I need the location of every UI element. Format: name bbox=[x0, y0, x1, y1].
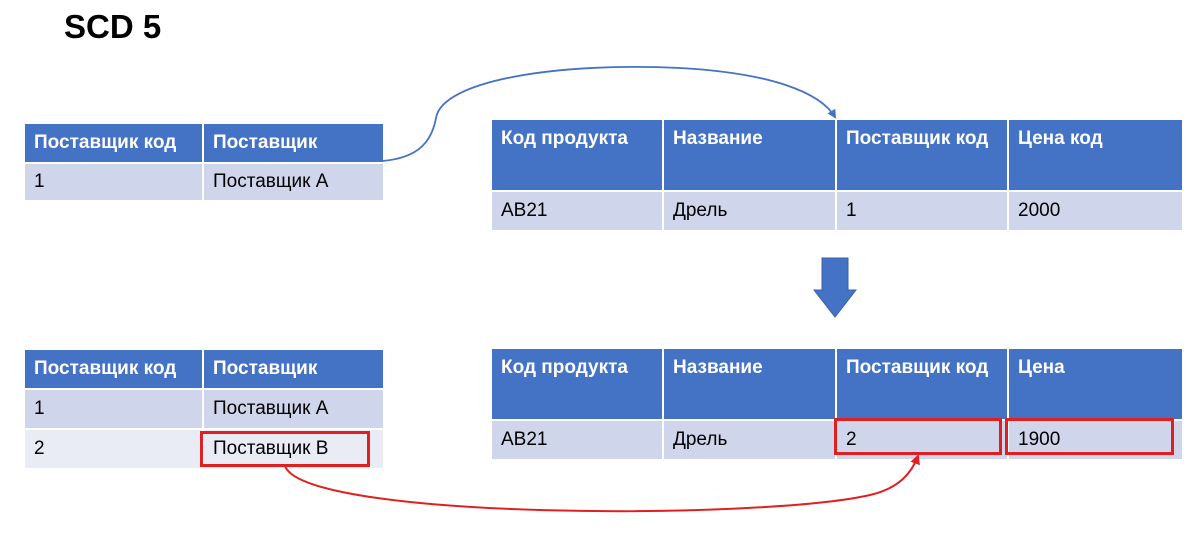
table-cell: 1 bbox=[23, 162, 204, 202]
table-cell: 1 bbox=[23, 388, 204, 430]
table-header-row: Код продукта Название Поставщик код Цена… bbox=[490, 118, 1184, 192]
down-arrow-icon bbox=[812, 257, 858, 318]
product-table-after: Код продукта Название Поставщик код Цена… bbox=[490, 347, 1184, 461]
table-cell: Поставщик А bbox=[202, 388, 385, 430]
highlight-supplier-code bbox=[834, 418, 1002, 455]
column-header: Поставщик bbox=[202, 122, 385, 164]
page-title: SCD 5 bbox=[64, 8, 162, 45]
supplier-table-before: Поставщик код Поставщик 1 Поставщик А bbox=[23, 122, 385, 202]
highlight-price bbox=[1005, 418, 1174, 455]
table-row: 1 Поставщик А bbox=[23, 388, 385, 430]
table-header-row: Поставщик код Поставщик bbox=[23, 348, 385, 390]
table-header-row: Поставщик код Поставщик bbox=[23, 122, 385, 164]
table-row: AB21 Дрель 2 1900 bbox=[490, 419, 1184, 461]
product-table-before: Код продукта Название Поставщик код Цена… bbox=[490, 118, 1184, 232]
table-cell: Поставщик В bbox=[202, 428, 385, 470]
table-cell: 1 bbox=[835, 190, 1009, 232]
column-header: Поставщик код bbox=[23, 348, 204, 390]
column-header: Код продукта bbox=[490, 347, 664, 421]
table-row: 1 Поставщик А bbox=[23, 162, 385, 202]
table-cell: 2 bbox=[23, 428, 204, 470]
column-header: Поставщик код bbox=[23, 122, 204, 164]
table-cell: Дрель bbox=[662, 419, 837, 461]
supplier-table-after: Поставщик код Поставщик 1 Поставщик А 2 … bbox=[23, 348, 385, 470]
column-header: Код продукта bbox=[490, 118, 664, 192]
table-cell: AB21 bbox=[490, 190, 664, 232]
change-flow-arrow bbox=[284, 454, 920, 513]
table-row: AB21 Дрель 1 2000 bbox=[490, 190, 1184, 232]
table-cell: 2000 bbox=[1007, 190, 1184, 232]
table-row: 2 Поставщик В bbox=[23, 428, 385, 470]
supplier-link-arrow bbox=[381, 65, 837, 162]
highlight-new-supplier bbox=[200, 431, 370, 467]
table-cell: Поставщик А bbox=[202, 162, 385, 202]
table-cell: AB21 bbox=[490, 419, 664, 461]
column-header: Поставщик bbox=[202, 348, 385, 390]
column-header: Название bbox=[662, 118, 837, 192]
column-header: Поставщик код bbox=[835, 347, 1009, 421]
table-header-row: Код продукта Название Поставщик код Цена bbox=[490, 347, 1184, 421]
column-header: Поставщик код bbox=[835, 118, 1009, 192]
table-cell: Дрель bbox=[662, 190, 837, 232]
column-header: Название bbox=[662, 347, 837, 421]
column-header: Цена код bbox=[1007, 118, 1184, 192]
